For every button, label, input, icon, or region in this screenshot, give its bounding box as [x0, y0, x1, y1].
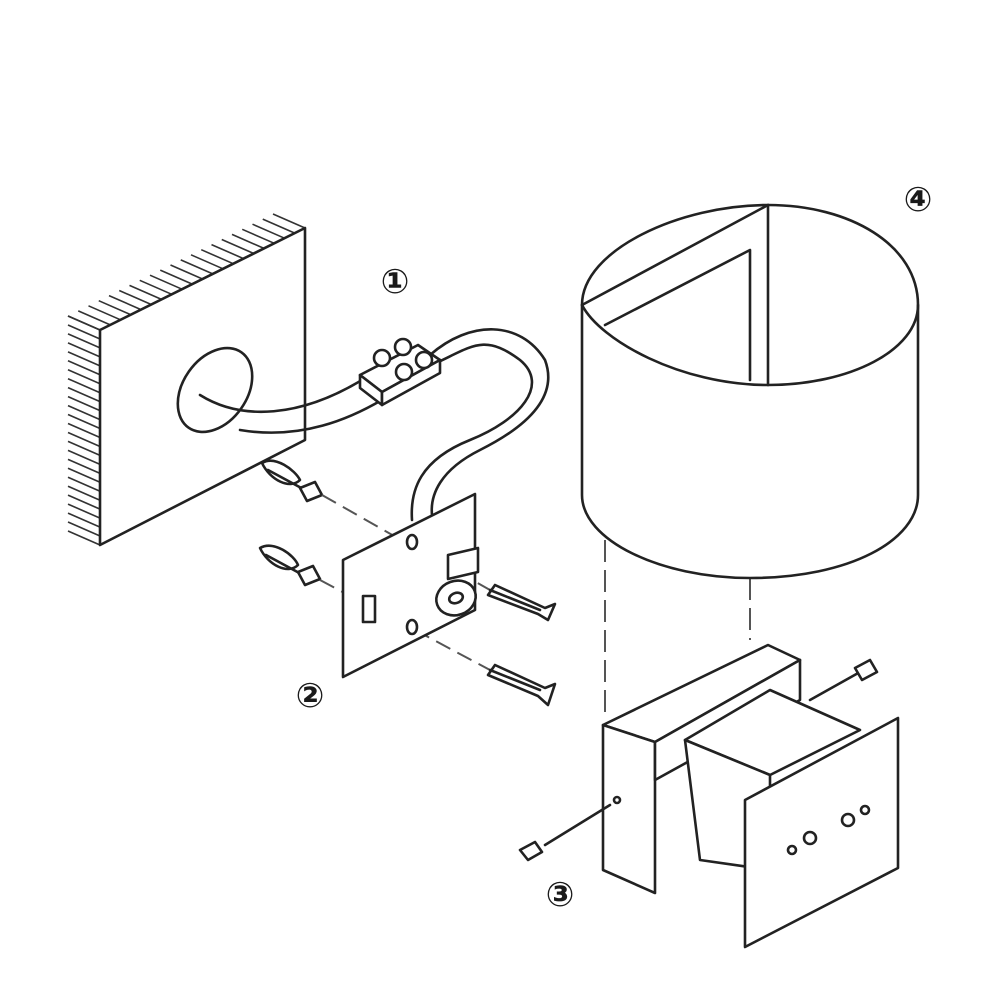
wall-hatch-line [200, 248, 234, 265]
wall-hatch-line [129, 284, 162, 301]
lamp-body [601, 643, 900, 949]
wall-hatch-line [149, 274, 183, 290]
wall-hatch-line [272, 213, 306, 229]
wall-hatch-line [67, 404, 101, 421]
wall-plug-upper [260, 459, 324, 503]
wall-hatch-line [67, 503, 101, 519]
wall-hatch-line [241, 228, 275, 245]
wall-plug-lower [258, 544, 322, 587]
set-screw-left [518, 803, 612, 862]
wall-hatch-line [67, 342, 101, 358]
step-label-4: ④ [903, 180, 933, 220]
wall-hatch-line [67, 476, 101, 492]
lamp-shade [580, 203, 920, 580]
wall-hatch-line [262, 218, 296, 234]
mounting-plate [341, 492, 480, 679]
wall-hatch-line [67, 431, 101, 448]
wall-hatch-line [211, 243, 244, 260]
step-label-1: ① [380, 262, 410, 302]
terminal-block [358, 337, 442, 407]
wall-hatch-line [88, 305, 121, 321]
wall-hatch-line [67, 351, 101, 367]
wall-hatch-line [67, 530, 101, 546]
wall-hatching [67, 213, 306, 546]
wall-hatch-line [67, 494, 101, 510]
wall-hatch-line [67, 458, 101, 475]
wall-hatch-line [77, 310, 111, 326]
wall-hatch-line [67, 395, 101, 412]
wall-hatch-line [190, 254, 224, 270]
wall-hatch-line [67, 521, 101, 537]
wall-hatch-line [67, 413, 101, 430]
wall-hatch-line [118, 289, 152, 306]
wall-hatch-line [67, 440, 101, 457]
wall-hatch-line [139, 279, 173, 296]
power-cable [176, 328, 550, 522]
wall-hatch-line [98, 299, 132, 316]
wall-hatch-line [67, 360, 101, 376]
wall-hatch-line [67, 485, 101, 501]
set-screw-right [808, 658, 879, 702]
step-label-3: ③ [545, 875, 575, 915]
wall-hatch-line [221, 238, 255, 255]
wall-hatch-line [67, 422, 101, 439]
wall-hatch-line [67, 467, 101, 484]
wall-hatch-line [180, 259, 214, 275]
screw-upper [486, 583, 557, 622]
step-label-2: ② [295, 676, 325, 716]
wall [67, 213, 307, 547]
wall-hatch-line [67, 369, 101, 385]
screw-lower [486, 663, 557, 707]
wall-hatch-line [170, 264, 203, 280]
wall-hatch-line [252, 223, 285, 239]
wall-hatch-line [67, 377, 101, 394]
wall-hatch-line [67, 512, 101, 528]
wall-hatch-line [67, 324, 101, 340]
wall-hatch-line [159, 269, 193, 285]
wall-hatch-line [67, 449, 101, 466]
wall-hatch-line [67, 315, 101, 331]
wall-hatch-line [67, 333, 101, 349]
wall-hatch-line [231, 233, 265, 250]
wall-hatch-line [67, 386, 101, 403]
wall-hatch-line [108, 294, 142, 311]
